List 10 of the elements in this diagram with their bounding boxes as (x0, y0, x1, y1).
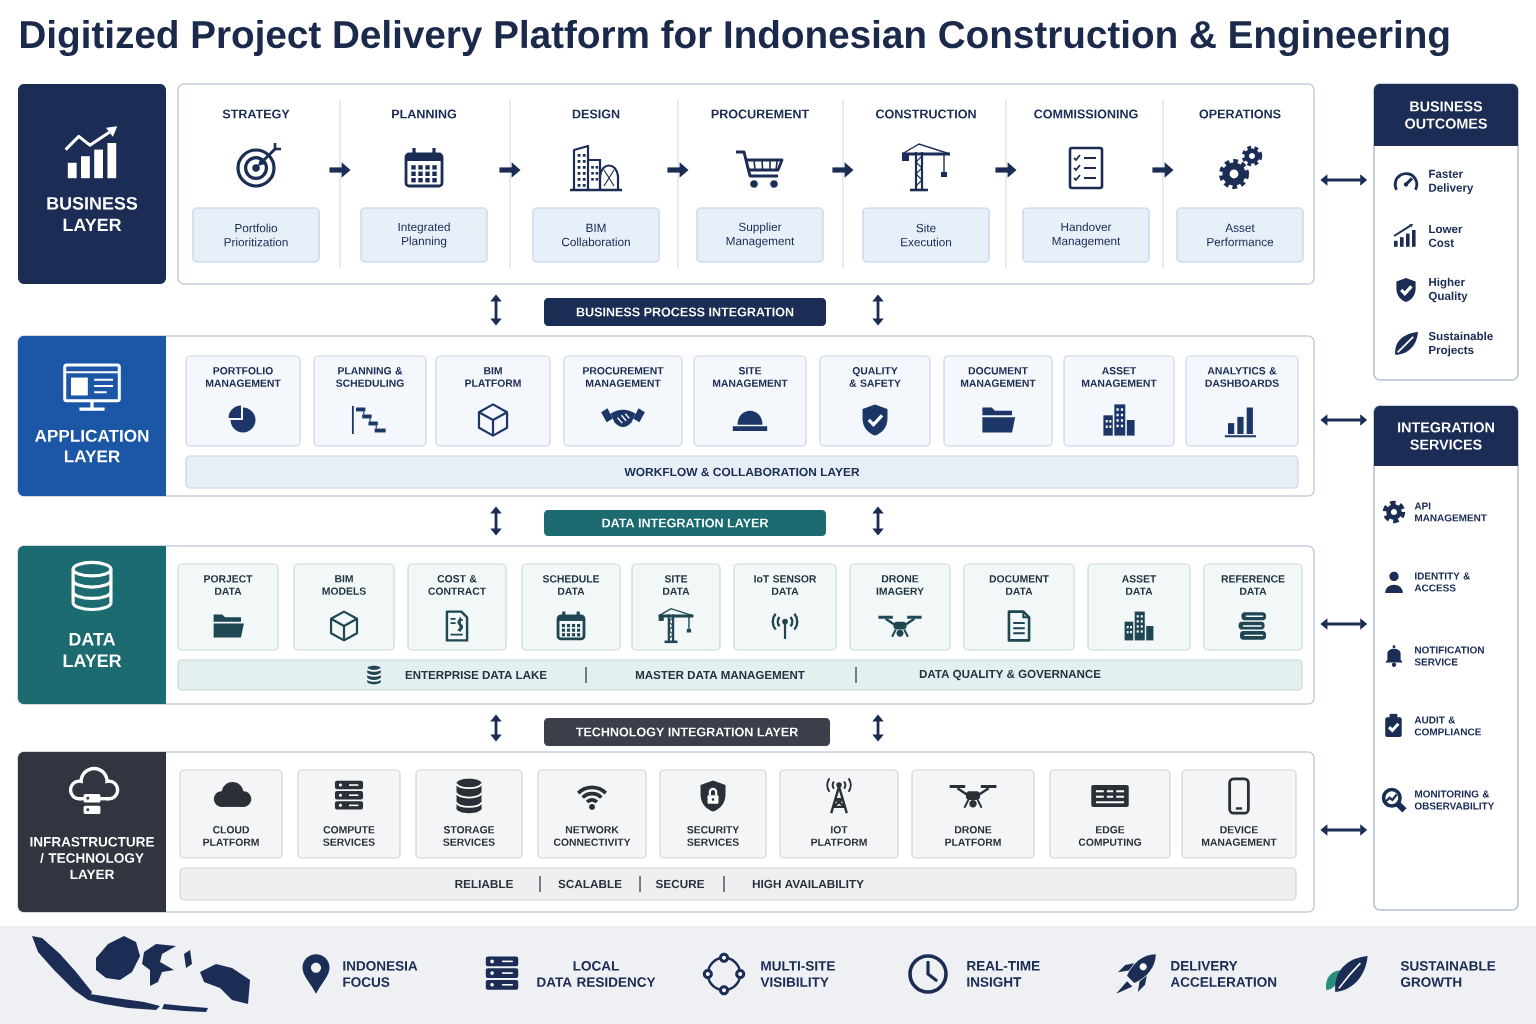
title: Digitized Project Delivery Platform for Indonesian Construction & Engineering (21, 19, 1449, 57)
arrow (872, 506, 884, 536)
arrow (872, 714, 884, 742)
layer-tile: DATA LAYER (18, 546, 166, 704)
layer-tile: BUSINESS LAYER (18, 84, 166, 284)
arrow (490, 506, 502, 536)
arrow (872, 294, 884, 326)
layer-tile: APPLICATION LAYER (18, 336, 166, 496)
arrow (490, 714, 502, 742)
arrow (490, 294, 502, 326)
